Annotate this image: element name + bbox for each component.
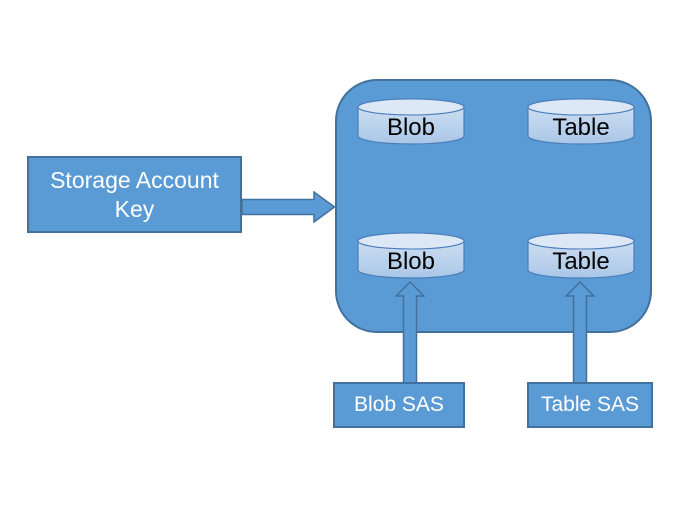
key-to-account-arrow-icon [242,191,336,223]
blob-label: Blob [386,248,436,275]
blob-sas-label: Blob SAS [354,393,444,416]
blob-sas-box: Blob SAS [333,382,465,428]
table-label: Table [552,114,610,141]
cylinder-icon [357,232,465,279]
cylinder-icon [357,98,465,145]
blob-label: Blob [386,114,436,141]
table-sas-up-arrow-icon [565,281,595,383]
storage-account-key-label: Storage Account Key [50,166,219,222]
table-sas-box: Table SAS [527,382,653,428]
table-label: Table [552,248,610,275]
blob-sas-up-arrow-icon [395,281,425,383]
table-service-cylinder-top: Table [527,98,635,145]
cylinder-icon [527,232,635,279]
cylinder-icon [527,98,635,145]
blob-service-cylinder-top: Blob [357,98,465,145]
table-service-cylinder-bottom: Table [527,232,635,279]
storage-account-key-box: Storage Account Key [27,156,242,233]
table-sas-label: Table SAS [540,393,640,416]
blob-service-cylinder-bottom: Blob [357,232,465,279]
